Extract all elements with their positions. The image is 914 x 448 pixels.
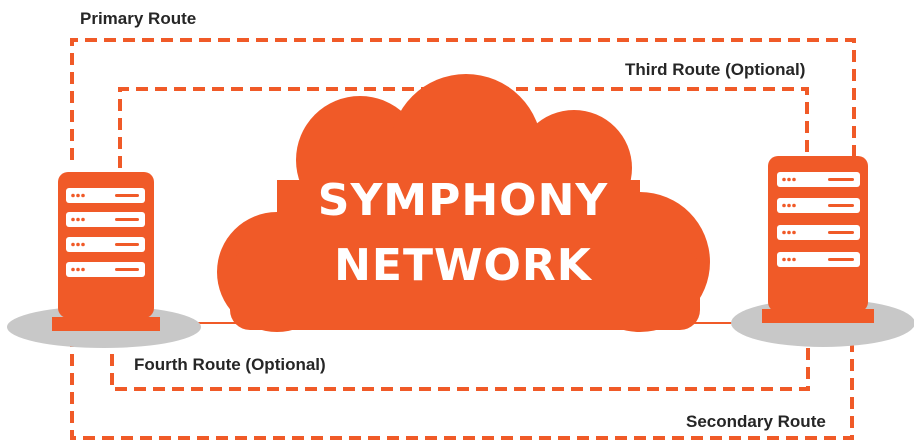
cloud-title-line2: NETWORK — [334, 240, 593, 291]
primary-route-label: Primary Route — [80, 9, 196, 28]
left-server — [7, 172, 201, 348]
cloud-title-line1: SYMPHONY — [318, 175, 609, 226]
third-route-label: Third Route (Optional) — [625, 60, 805, 79]
secondary-route-path — [70, 330, 854, 440]
right-server — [731, 156, 914, 347]
secondary-route-label: Secondary Route — [686, 412, 826, 431]
cloud — [217, 74, 710, 332]
fourth-route-label: Fourth Route (Optional) — [134, 355, 326, 374]
primary-route-path — [70, 38, 856, 160]
fourth-route-path — [110, 330, 810, 391]
